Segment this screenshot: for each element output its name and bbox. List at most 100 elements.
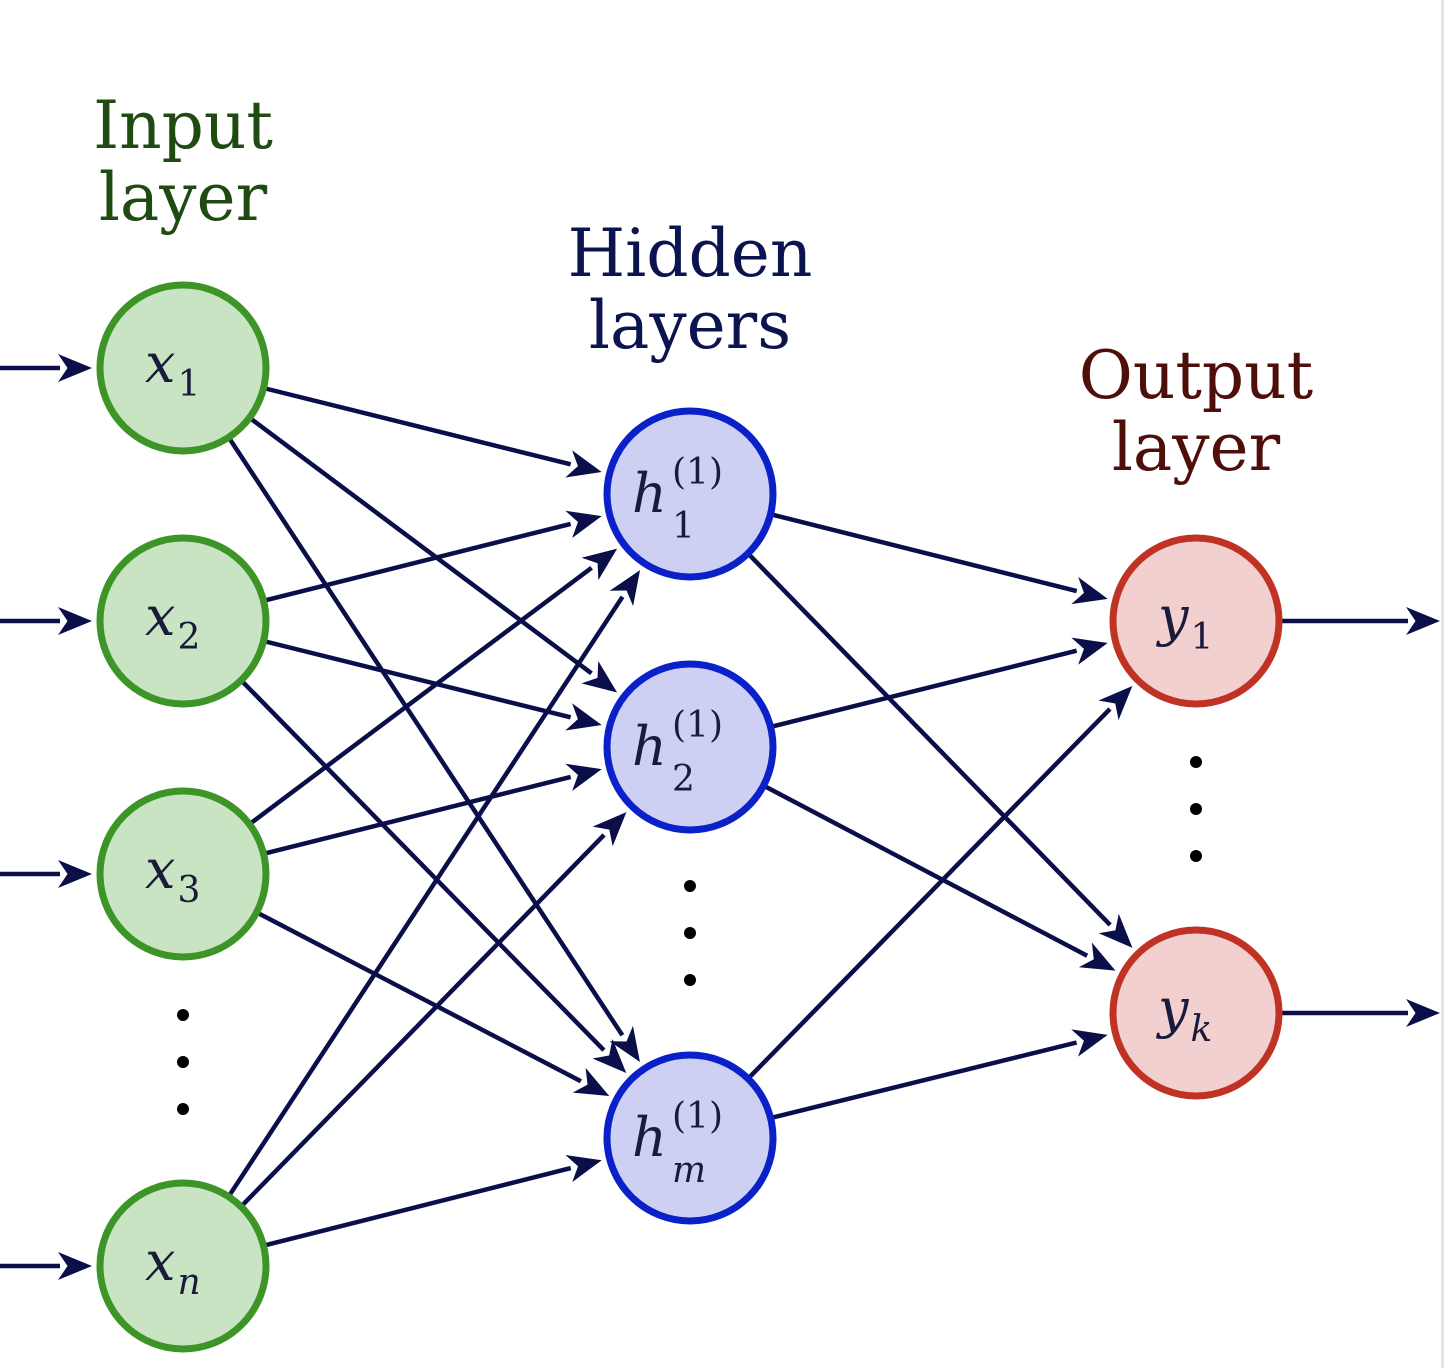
node-x3-circle [96,787,270,961]
ellipsis-dot [684,974,696,986]
edge-x2-h1-arrowhead [565,510,602,538]
edge-x1-h2 [249,417,618,693]
edge-x2-h2-arrowhead [565,703,602,731]
node-y1-var: y [1156,585,1190,648]
ellipsis-dot [177,1056,189,1068]
node-xn-var: x [145,1230,175,1293]
node-y1-sub: 1 [1191,617,1214,658]
hidden-layer-title: Hidden layers [568,215,813,364]
input-arrow-xn [0,1252,92,1280]
node-yk-label: yk [1156,977,1212,1050]
edge-h1-y1-line [771,512,1078,594]
node-x2-circle [96,534,270,708]
ellipsis-dot [1190,850,1202,862]
edge-x1-hm-arrowhead [609,1025,640,1062]
edge-h1-yk-line [747,553,1112,927]
node-h1-label: h(1)1 [632,452,723,547]
node-x2-label: x2 [145,585,200,658]
node-h2-circle [603,660,777,834]
edge-h2-y1-line [771,648,1078,729]
edge-xn-hm [264,1155,602,1248]
input-arrow-x1 [0,354,92,382]
node-xn-circle [96,1179,270,1353]
node-x1-var: x [145,332,175,395]
node-x2: x2 [96,534,270,708]
node-h2-sub: 2 [672,759,695,800]
edge-x1-h2-line [249,417,593,676]
edge-hm-y1-line [747,707,1112,1079]
node-y1-circle [1109,534,1283,708]
input-arrow-xn-arrowhead [58,1252,92,1280]
node-yk-var: y [1156,977,1190,1040]
ellipsis-dot [684,927,696,939]
input-arrow-x3-arrowhead [58,860,92,888]
node-y1: y1 [1109,534,1283,708]
ellipsis-dot [684,880,696,892]
edge-h2-yk-arrowhead [1078,942,1116,971]
connections-group [0,354,1440,1280]
node-x3-var: x [145,838,175,901]
edge-x3-h2 [264,763,602,856]
input-arrow-x2 [0,607,92,635]
edge-x1-h1-line [264,386,572,467]
node-h1-circle [603,407,777,581]
output-arrow-y1 [1281,607,1440,635]
edge-hm-yk-line [771,1040,1078,1120]
edge-x3-h1-line [249,565,593,825]
edge-x3-h1 [249,548,618,825]
node-hm-label: h(1) m [632,1096,723,1191]
edge-x2-h1 [264,510,602,603]
page-edge-divider [1441,0,1444,1368]
node-x1-circle [96,281,270,455]
edge-xn-h2 [240,812,627,1207]
node-hm: h(1) m [603,1051,777,1225]
node-hm-sub: m [672,1150,706,1191]
edge-h2-yk-line [764,784,1089,958]
output-arrow-yk [1281,999,1440,1027]
edge-x2-h2-line [264,639,572,720]
node-h1-sup: (1) [672,452,723,493]
edge-h1-yk [747,553,1133,948]
input-layer-title: Input layer [93,87,273,236]
node-hm-var: h [632,1106,667,1169]
edge-x3-hm [257,911,610,1096]
node-hm-sup: (1) [672,1096,723,1137]
edge-xn-h2-arrowhead [592,812,627,847]
node-yk-sub: k [1191,1009,1213,1050]
edge-hm-y1-arrowhead [1098,686,1133,721]
edge-x2-h2 [264,639,602,731]
ellipsis-dot [1190,756,1202,768]
node-x3-label: x3 [145,838,200,911]
node-x2-var: x [145,585,175,648]
node-yk: yk [1109,926,1283,1100]
edge-x3-hm-line [257,911,582,1084]
node-x1-label: x1 [145,332,200,405]
output-arrow-yk-arrowhead [1406,999,1440,1027]
node-h1: h(1)1 [603,407,777,581]
edge-x2-hm-arrowhead [592,1038,627,1074]
edge-h2-y1 [771,637,1108,729]
input-title-line-1: Input [93,87,273,164]
output-arrow-y1-arrowhead [1406,607,1440,635]
edge-xn-hm-arrowhead [565,1155,602,1183]
node-x2-sub: 2 [177,617,200,658]
output-layer-title: Output layer [1079,337,1313,486]
edge-h2-yk [764,784,1116,971]
input-arrow-x1-arrowhead [58,354,92,382]
edge-x2-hm [240,680,627,1074]
node-x1: x1 [96,281,270,455]
node-hm-circle [603,1051,777,1225]
edge-xn-hm-line [264,1165,572,1248]
edge-h1-yk-arrowhead [1098,913,1133,948]
edge-x2-h1-line [264,521,572,603]
node-y1-label: y1 [1156,585,1213,658]
node-h1-sub: 1 [672,506,695,547]
node-yk-circle [1109,926,1283,1100]
edge-x3-h1-arrowhead [581,548,618,581]
ellipsis-group [177,756,1202,1115]
edge-x3-h2-arrowhead [565,763,602,791]
node-x3: x3 [96,787,270,961]
output-title-line-1: Output [1079,337,1313,414]
